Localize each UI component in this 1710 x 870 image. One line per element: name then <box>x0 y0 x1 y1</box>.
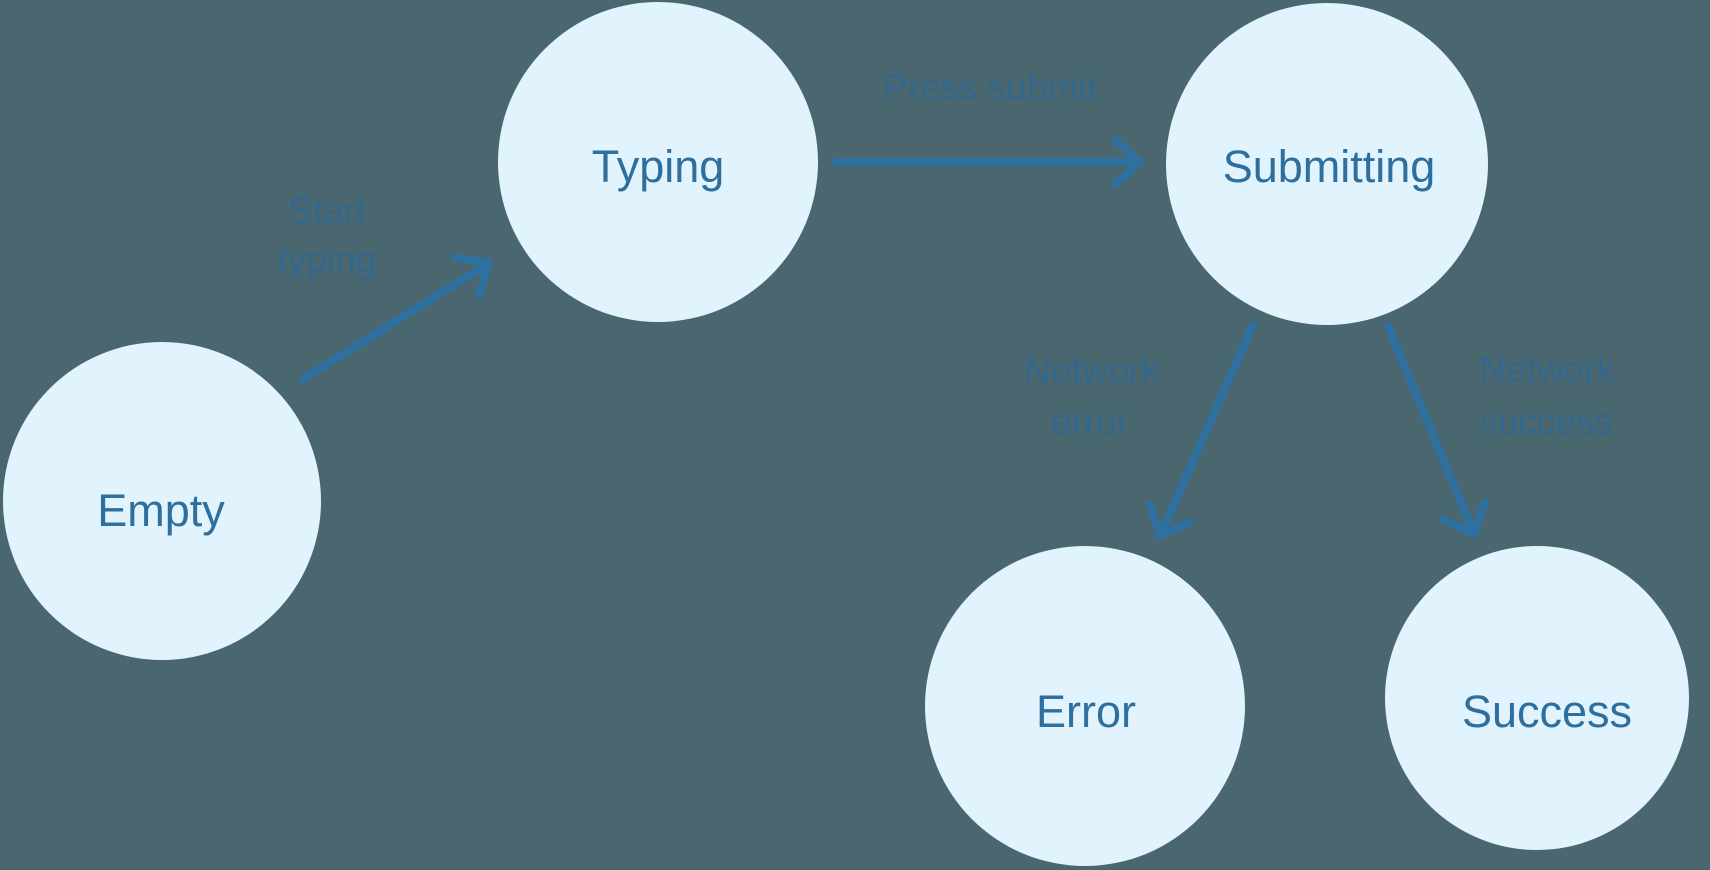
node-submitting: Submitting <box>1166 3 1488 325</box>
network-success-label-line-1: Network <box>1479 349 1615 390</box>
submitting-state-label: Submitting <box>1223 141 1436 192</box>
network-error-label-line-1: Network <box>1024 350 1160 391</box>
typing-state-label: Typing <box>592 141 725 192</box>
start-typing-label-line-2: typing <box>278 239 377 280</box>
network-error-arrow <box>1145 321 1257 540</box>
start-typing-label-line-1: Start <box>288 190 367 231</box>
node-error: Error <box>925 546 1245 866</box>
edge-press-submit: Press submit <box>832 67 1144 188</box>
node-typing: Typing <box>498 2 818 322</box>
network-success-arrow <box>1384 322 1489 538</box>
empty-state-label: Empty <box>97 485 225 536</box>
node-success: Success <box>1385 546 1689 850</box>
start-typing-arrow <box>299 253 493 383</box>
submitting-state-circle <box>1166 3 1488 325</box>
empty-state-circle <box>3 342 321 660</box>
success-state-label: Success <box>1462 686 1632 737</box>
network-success-label-line-2: success <box>1479 401 1613 442</box>
node-empty: Empty <box>3 342 321 660</box>
edge-network-error: Network error <box>1024 321 1257 540</box>
network-error-label-line-2: error <box>1051 401 1129 442</box>
edge-start-typing: Start typing <box>278 190 493 383</box>
success-state-circle <box>1385 546 1689 850</box>
press-submit-label: Press submit <box>883 67 1098 108</box>
error-state-label: Error <box>1036 686 1136 737</box>
edge-network-success: Network success <box>1384 322 1615 538</box>
typing-state-circle <box>498 2 818 322</box>
error-state-circle <box>925 546 1245 866</box>
